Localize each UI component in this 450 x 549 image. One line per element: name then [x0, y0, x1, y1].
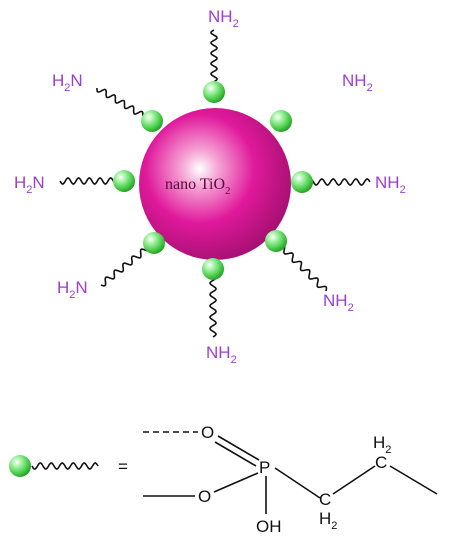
- atom-C-lower: C: [319, 490, 331, 509]
- po-double-bond-a: [217, 435, 260, 461]
- bond-terminal: [389, 465, 438, 495]
- amine-label-lower-left: H2N: [57, 278, 88, 301]
- atom-O-double: O: [201, 423, 214, 442]
- anchor-bead-left: [113, 170, 135, 192]
- bond-CH2-CH2: [332, 465, 376, 495]
- amine-label-right: NH2: [375, 173, 406, 196]
- linker-chain-right: [301, 178, 371, 186]
- atom-C-upper: C: [375, 453, 387, 472]
- legend-bead: [9, 455, 31, 477]
- anchor-bead-bottom: [202, 258, 224, 280]
- tio2-core: [139, 108, 291, 260]
- atom-P: P: [259, 458, 270, 477]
- anchor-bead-lower-right: [265, 230, 287, 252]
- amine-label-upper-left: H2N: [52, 71, 83, 94]
- linker-chain-lower-right: [274, 240, 328, 292]
- anchor-bead-right: [291, 171, 313, 193]
- amine-label-left: H2N: [14, 173, 45, 196]
- atom-O-single: O: [198, 487, 211, 506]
- linker-chain-lower-left: [100, 241, 155, 287]
- anchor-beads: [113, 81, 313, 280]
- amine-label-top: NH2: [208, 7, 239, 30]
- group-H2-lower: H2: [319, 509, 337, 532]
- po-double-bond-b: [214, 441, 257, 467]
- equals-sign: =: [118, 457, 128, 476]
- group-OH: OH: [256, 517, 282, 536]
- linker-chain-bottom: [209, 268, 217, 338]
- legend-chain: [31, 462, 99, 470]
- anchor-bead-upper-right: [270, 110, 292, 132]
- anchor-bead-top: [203, 81, 225, 103]
- amine-label-bottom: NH2: [206, 343, 237, 366]
- bond-O-P: [213, 472, 259, 493]
- amine-label-upper-right: NH2: [342, 71, 373, 94]
- amine-label-lower-right: NH2: [323, 291, 354, 314]
- core-label: nano TiO2: [165, 176, 231, 197]
- anchor-bead-upper-left: [141, 110, 163, 132]
- bond-P-CH2: [274, 467, 321, 499]
- anchor-bead-lower-left: [143, 232, 165, 254]
- group-H2-upper: H2: [373, 433, 391, 456]
